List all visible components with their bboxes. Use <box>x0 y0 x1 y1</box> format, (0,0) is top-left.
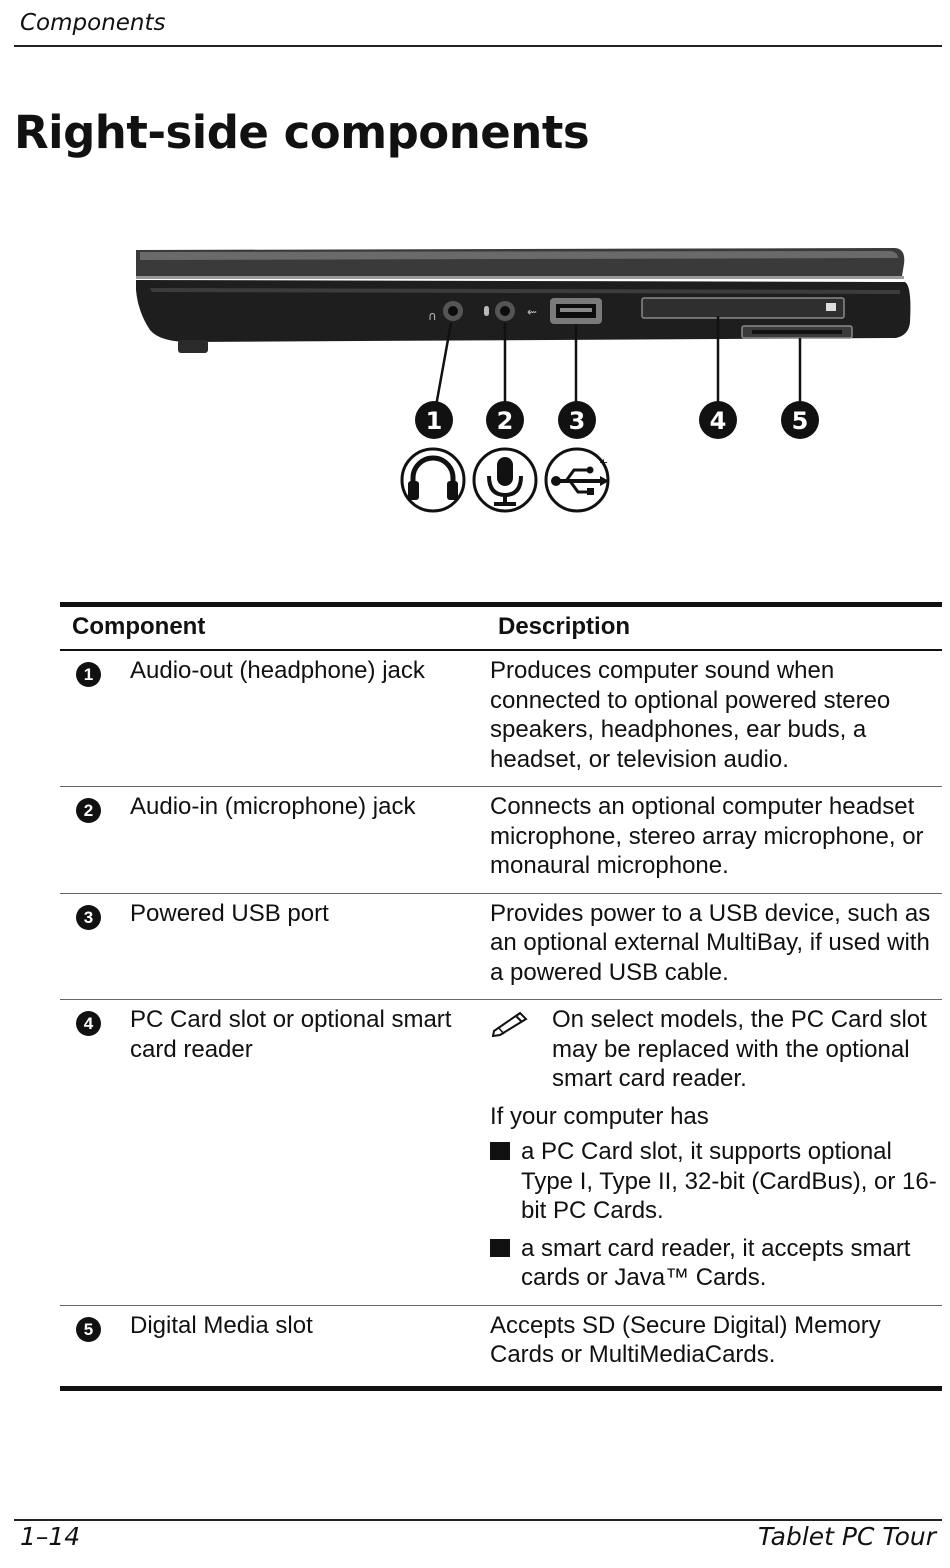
square-bullet-icon <box>490 1142 510 1160</box>
microphone-icon <box>472 447 538 513</box>
component-name: Powered USB port <box>130 893 488 1000</box>
row-number-cell: 2 <box>60 786 130 894</box>
svg-text:5: 5 <box>792 407 809 435</box>
component-description: Accepts SD (Secure Digital) Memory Cards… <box>488 1305 942 1391</box>
svg-text:1: 1 <box>426 407 443 435</box>
row-number-cell: 4 <box>60 999 130 1306</box>
description-intro: If your computer has <box>490 1102 709 1130</box>
svg-text:∩: ∩ <box>428 309 437 323</box>
pc-card-slot <box>641 297 845 319</box>
callout-4: 4 <box>699 401 737 439</box>
bullet-text: a smart card reader, it accepts smart ca… <box>521 1234 911 1292</box>
table-row: 4 PC Card slot or optional smart card re… <box>60 999 942 1306</box>
component-description: On select models, the PC Card slot may b… <box>488 999 942 1306</box>
headphone-jack: ∩ <box>428 301 463 323</box>
column-header-component: Component <box>60 602 488 651</box>
svg-text:3: 3 <box>569 407 586 435</box>
callout-2: 2 <box>486 401 524 439</box>
callout-5: 5 <box>781 401 819 439</box>
table-row: 3 Powered USB port Provides power to a U… <box>60 893 942 1000</box>
callout-badge: 5 <box>76 1316 101 1342</box>
usb-icon: + <box>544 447 610 513</box>
svg-text:+: + <box>599 456 608 469</box>
note-pencil-icon <box>490 1005 552 1045</box>
digital-media-slot <box>741 325 853 339</box>
callout-3: 3 <box>558 401 596 439</box>
callout-badge: 4 <box>76 1011 101 1036</box>
table-row: 2 Audio-in (microphone) jack Connects an… <box>60 786 942 894</box>
row-number-cell: 1 <box>60 650 130 787</box>
footer-rule <box>14 1519 942 1521</box>
page-number: 1–14 <box>20 1522 81 1551</box>
component-description: Connects an optional computer headset mi… <box>488 786 942 894</box>
note-text: On select models, the PC Card slot may b… <box>552 1006 927 1092</box>
component-name: Digital Media slot <box>130 1305 488 1391</box>
component-description: Produces computer sound when connected t… <box>488 650 942 787</box>
bullet-text: a PC Card slot, it supports optional Typ… <box>521 1138 937 1224</box>
laptop-illustration: ∩ ⇜ <box>136 248 911 513</box>
callout-badge: 1 <box>76 662 101 687</box>
table-row: 5 Digital Media slot Accepts SD (Secure … <box>60 1305 942 1391</box>
row-number-cell: 3 <box>60 893 130 1000</box>
list-item: a PC Card slot, it supports optional Typ… <box>490 1137 938 1226</box>
row-number-cell: 5 <box>60 1305 130 1391</box>
running-head: Components <box>20 10 166 36</box>
column-header-description: Description <box>488 602 942 651</box>
component-name: Audio-in (microphone) jack <box>130 786 488 894</box>
table-header-row: Component Description <box>60 602 942 651</box>
usb-port: ⇜ <box>527 298 602 324</box>
footer-section-title: Tablet PC Tour <box>758 1522 936 1551</box>
callout-leader-lines <box>434 316 802 407</box>
page-title: Right-side components <box>14 106 590 159</box>
svg-text:4: 4 <box>710 407 727 435</box>
table-row: 1 Audio-out (headphone) jack Produces co… <box>60 650 942 787</box>
list-item: a smart card reader, it accepts smart ca… <box>490 1234 938 1293</box>
callout-badge: 3 <box>76 904 101 930</box>
svg-text:2: 2 <box>497 407 514 435</box>
callout-badge: 2 <box>76 798 101 823</box>
square-bullet-icon <box>490 1238 510 1257</box>
note-block: On select models, the PC Card slot may b… <box>490 1005 938 1094</box>
callout-1: 1 <box>415 401 453 439</box>
component-name: Audio-out (headphone) jack <box>130 650 488 787</box>
microphone-jack <box>484 301 515 321</box>
components-table: Component Description 1 Audio-out (headp… <box>60 602 942 1391</box>
laptop-right-side-figure: ∩ ⇜ <box>0 230 950 530</box>
header-rule <box>14 45 942 47</box>
headphone-icon <box>400 447 466 513</box>
laptop-foot <box>178 340 208 353</box>
component-name: PC Card slot or optional smart card read… <box>130 999 488 1306</box>
svg-text:⇜: ⇜ <box>527 305 537 319</box>
component-description: Provides power to a USB device, such as … <box>488 893 942 1000</box>
